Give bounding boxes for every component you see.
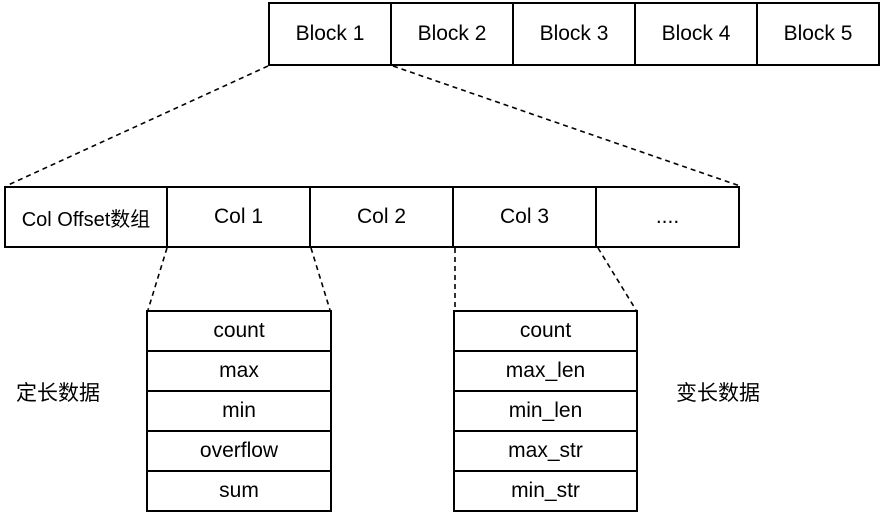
field-cell: max_len <box>453 350 638 392</box>
block-cell: Block 5 <box>756 2 880 66</box>
col-offset-array-cell: Col Offset数组 <box>4 186 168 248</box>
block-row: Block 1 Block 2 Block 3 Block 4 Block 5 <box>268 2 880 66</box>
column-cell: Col 3 <box>452 186 597 248</box>
block-cell: Block 1 <box>268 2 392 66</box>
column-cell: Col 1 <box>166 186 311 248</box>
field-cell: count <box>146 310 332 352</box>
variable-length-fields: count max_len min_len max_str min_str <box>453 310 638 512</box>
connector-block1-left <box>5 65 269 187</box>
variable-length-label: 变长数据 <box>676 382 760 405</box>
field-cell: min_str <box>453 470 638 512</box>
connector-col1-left <box>147 247 168 311</box>
connector-col3-right <box>597 247 637 311</box>
fixed-length-label: 定长数据 <box>16 382 100 405</box>
column-cell-ellipsis: .... <box>595 186 740 248</box>
field-cell: overflow <box>146 430 332 472</box>
field-cell: min <box>146 390 332 432</box>
connector-block1-right <box>392 65 741 187</box>
fixed-length-fields: count max min overflow sum <box>146 310 332 512</box>
block-cell: Block 3 <box>512 2 636 66</box>
field-cell: max <box>146 350 332 392</box>
connector-col1-right <box>310 247 331 311</box>
field-cell: sum <box>146 470 332 512</box>
block-cell: Block 4 <box>634 2 758 66</box>
field-cell: max_str <box>453 430 638 472</box>
block-cell: Block 2 <box>390 2 514 66</box>
column-cell: Col 2 <box>309 186 454 248</box>
field-cell: count <box>453 310 638 352</box>
column-row: Col Offset数组 Col 1 Col 2 Col 3 .... <box>4 186 740 248</box>
field-cell: min_len <box>453 390 638 432</box>
